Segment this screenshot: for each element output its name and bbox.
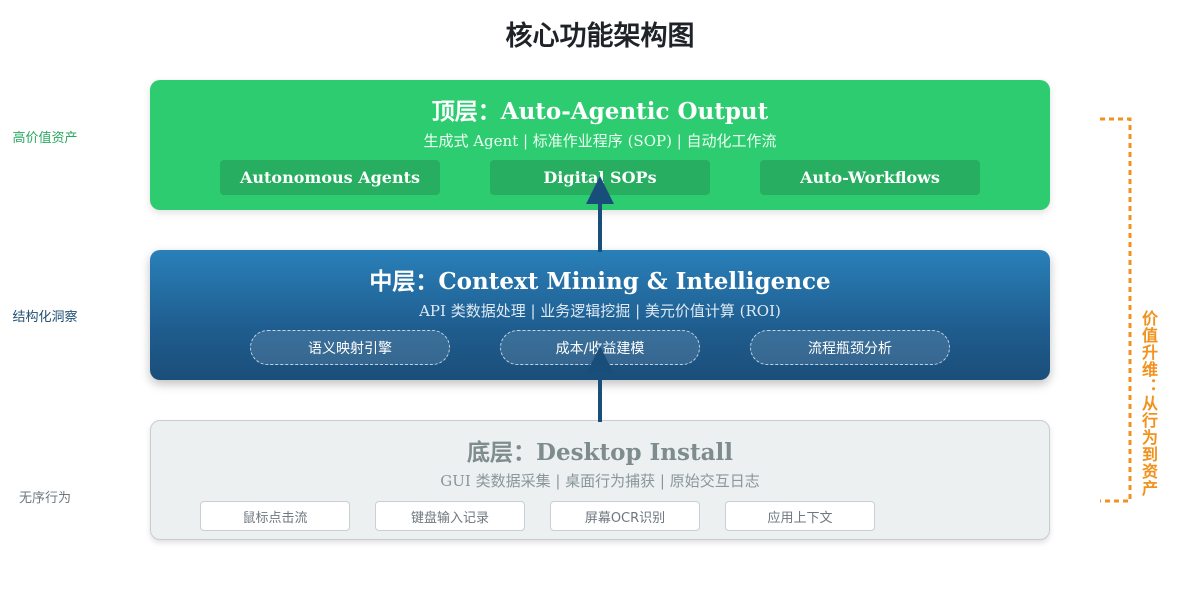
side-label-high-value-assets: 高价值资产 — [12, 131, 78, 146]
value-upgrade-label: 价值升维：从行为到资产 — [1139, 310, 1158, 497]
value-bracket-icon — [1100, 117, 1132, 503]
chip-screen-ocr: 屏幕OCR识别 — [550, 501, 700, 531]
chip-mouse-click-stream: 鼠标点击流 — [200, 501, 350, 531]
side-label-structured-insights: 结构化洞察 — [12, 310, 78, 325]
chip-keyboard-input-log: 键盘输入记录 — [375, 501, 525, 531]
side-label-unordered-behavior: 无序行为 — [18, 491, 71, 506]
layer-top-subtitle: 生成式 Agent | 标准作业程序 (SOP) | 自动化工作流 — [423, 132, 777, 150]
up-arrow-icon — [586, 346, 614, 422]
chip-autonomous-agents: Autonomous Agents — [220, 160, 440, 195]
up-arrow-icon — [586, 176, 614, 252]
layer-middle-subtitle: API 类数据处理 | 业务逻辑挖掘 | 美元价值计算 (ROI) — [419, 302, 781, 320]
layer-middle-title: 中层：Context Mining & Intelligence — [369, 268, 831, 295]
layer-bottom: 底层：Desktop Install GUI 类数据采集 | 桌面行为捕获 | … — [150, 420, 1050, 540]
chip-app-context: 应用上下文 — [725, 501, 875, 531]
diagram-title: 核心功能架构图 — [505, 21, 695, 52]
layer-bottom-subtitle: GUI 类数据采集 | 桌面行为捕获 | 原始交互日志 — [440, 472, 760, 490]
chip-semantic-mapping-engine: 语义映射引擎 — [250, 330, 450, 365]
chip-auto-workflows: Auto-Workflows — [760, 160, 980, 195]
layer-top-title: 顶层：Auto-Agentic Output — [431, 98, 769, 125]
layer-bottom-title: 底层：Desktop Install — [467, 439, 733, 466]
chip-process-bottleneck-analysis: 流程瓶颈分析 — [750, 330, 950, 365]
